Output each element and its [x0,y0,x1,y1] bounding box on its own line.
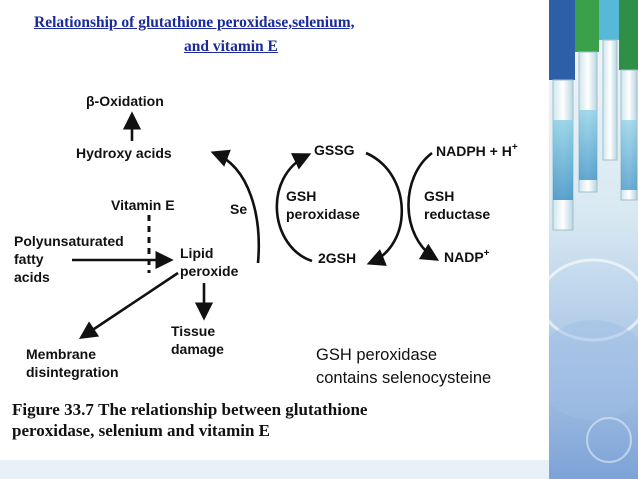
gsh-peroxidase-label-1: GSH [286,188,316,204]
caption-line-2: peroxidase, selenium and vitamin E [12,421,271,440]
note-line-2: contains selenocysteine [316,369,492,387]
vitamin-e-label: Vitamin E [111,197,175,213]
gsh-reductase-label-2: reductase [424,206,490,222]
membrane-label-1: Membrane [26,346,96,362]
pufa-label-3: acids [14,269,50,285]
nadp-superscript: + [484,248,490,259]
gssg-label: GSSG [314,142,355,158]
slide-title: Relationship of glutathione peroxidase,s… [34,14,504,56]
arrow-to-membrane-disintegration [78,271,179,340]
gsh-peroxidase-label-2: peroxidase [286,206,360,222]
caption-figure-label: Figure 33.7 [12,400,94,419]
note-line-1: GSH peroxidase [316,346,438,364]
caption-text-1: The relationship between glutathione [98,400,368,419]
figure-panel: β-Oxidation Hydroxy acids Se Vitamin E P… [0,77,549,460]
beta-oxidation-label: β-Oxidation [86,93,164,109]
title-line-2: and vitamin E [184,38,278,55]
test-tubes-photo [549,0,638,479]
arrow-nadph-to-nadp [407,151,440,261]
se-label: Se [230,201,247,217]
nadph-text: NADPH + H [436,143,512,159]
figure-caption: Figure 33.7 The relationship between glu… [12,399,367,441]
tissue-damage-label-2: damage [171,341,224,357]
tissue-damage-label-1: Tissue [171,323,215,339]
nadp-text: NADP [444,249,484,265]
arrow-2gsh-to-gssg [275,153,313,263]
caption-line-1: Figure 33.7 The relationship between glu… [12,399,367,420]
lipid-peroxide-label-1: Lipid [180,245,213,261]
selenocysteine-note: GSH peroxidase contains selenocysteine [316,344,491,390]
title-line-1: Relationship of glutathione peroxidase,s… [34,14,355,31]
nadph-label: NADPH + H+ [436,142,518,159]
hydroxy-acids-label: Hydroxy acids [76,145,172,161]
membrane-label-2: disintegration [26,364,119,380]
nadp-label: NADP+ [444,248,490,265]
lipid-peroxide-label-2: peroxide [180,263,239,279]
pathway-diagram: β-Oxidation Hydroxy acids Se Vitamin E P… [14,93,518,380]
two-gsh-label: 2GSH [318,250,356,266]
arrow-gssg-to-2gsh [365,151,404,266]
bottom-strip [0,460,549,479]
gsh-reductase-label-1: GSH [424,188,454,204]
arrow-se-to-hydroxy-acids [210,149,260,264]
pufa-label-1: Polyunsaturated [14,233,124,249]
nadph-superscript: + [512,142,518,153]
pufa-label-2: fatty [14,251,44,267]
